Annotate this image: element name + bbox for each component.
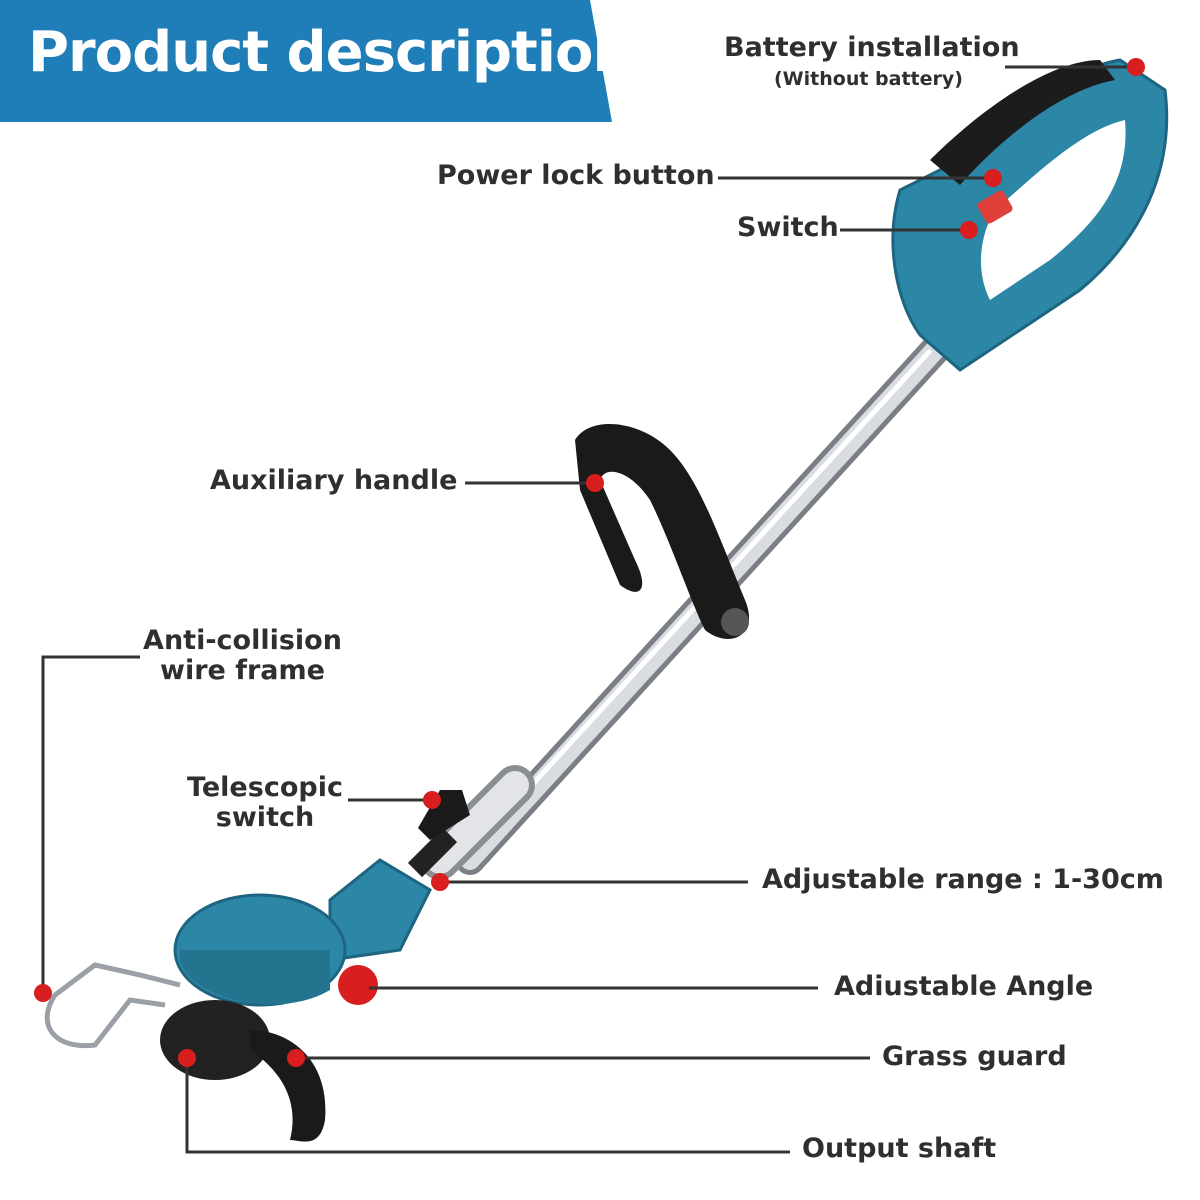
label-anti-collision-line2: wire frame <box>160 655 325 686</box>
motor-head <box>44 858 432 1142</box>
marker-range <box>431 873 449 891</box>
label-anti-collision-line1: Anti-collision <box>143 625 342 656</box>
label-grass-guard: Grass guard <box>882 1041 1067 1072</box>
marker-aux-handle <box>586 474 604 492</box>
label-telescopic-line1: Telescopic <box>187 772 343 803</box>
telescopic-switch-body <box>418 790 470 840</box>
marker-wire-frame <box>34 984 52 1002</box>
marker-angle <box>351 979 369 997</box>
label-auxiliary-handle: Auxiliary handle <box>210 465 458 496</box>
auxiliary-handle <box>575 423 750 639</box>
banner-shape <box>0 0 612 122</box>
page-title: Product description <box>28 20 632 85</box>
main-handle <box>891 58 1169 372</box>
marker-power-lock <box>984 169 1002 187</box>
leader-lines <box>41 65 1133 1154</box>
label-switch: Switch <box>737 212 839 243</box>
header-banner: Product description <box>0 0 1200 130</box>
telescopic-shaft <box>407 335 950 880</box>
marker-output-shaft <box>178 1049 196 1067</box>
label-adjustable-angle: Adiustable Angle <box>834 971 1094 1002</box>
label-adjustable-range: Adjustable range : 1-30cm <box>762 864 1164 895</box>
marker-battery <box>1127 58 1145 76</box>
label-battery-note: (Without battery) <box>774 68 963 90</box>
label-output-shaft: Output shaft <box>802 1133 997 1164</box>
label-battery-installation: Battery installation <box>724 32 1020 63</box>
marker-telescopic <box>423 791 441 809</box>
label-power-lock-button: Power lock button <box>437 160 715 191</box>
marker-grass-guard <box>287 1049 305 1067</box>
marker-dots <box>34 58 1145 1067</box>
marker-switch <box>960 221 978 239</box>
label-telescopic-line2: switch <box>215 802 315 833</box>
